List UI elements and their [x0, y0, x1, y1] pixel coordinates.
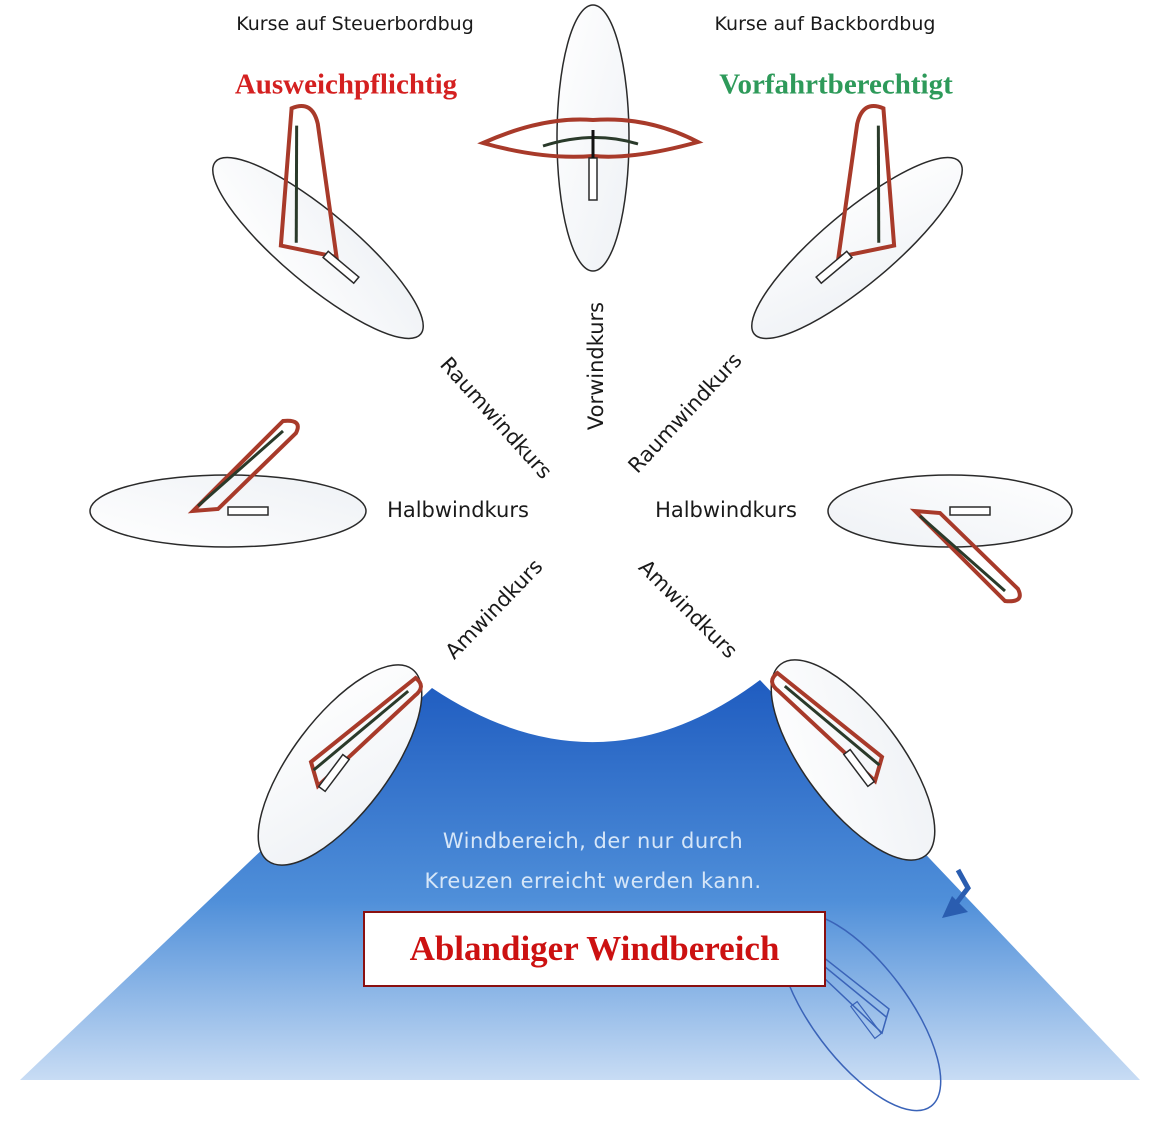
wind-zone-title-box: Ablandiger Windbereich	[363, 911, 826, 987]
wind-zone-title: Ablandiger Windbereich	[409, 929, 780, 968]
board-raumwind-backbord	[751, 103, 963, 340]
board-amwind-steuerbord	[257, 664, 423, 866]
board-vorwind	[477, 4, 704, 272]
right-of-way-label: Vorfahrtberechtigt	[719, 68, 953, 101]
board-halbwind-steuerbord	[89, 418, 367, 548]
tack-arrow	[953, 868, 971, 907]
give-way-label: Ausweichpflichtig	[234, 68, 458, 101]
board-raumwind-steuerbord	[212, 103, 424, 340]
course-label-vorwind: Vorwindkurs	[584, 301, 608, 431]
tack-arrow-head	[942, 896, 968, 918]
port-tack-heading: Kurse auf Backbordbug	[714, 13, 936, 35]
board-halbwind-backbord	[827, 474, 1073, 604]
course-label-halbwind-left: Halbwindkurs	[387, 498, 529, 522]
wind-zone-note-line2: Kreuzen erreicht werden kann.	[424, 869, 762, 893]
starboard-tack-heading: Kurse auf Steuerbordbug	[236, 13, 474, 35]
board-amwind-backbord	[770, 659, 936, 861]
wind-zone-note-line1: Windbereich, der nur durch	[442, 829, 744, 853]
no-go-wind-zone	[20, 680, 1140, 1080]
course-label-halbwind-right: Halbwindkurs	[655, 498, 797, 522]
